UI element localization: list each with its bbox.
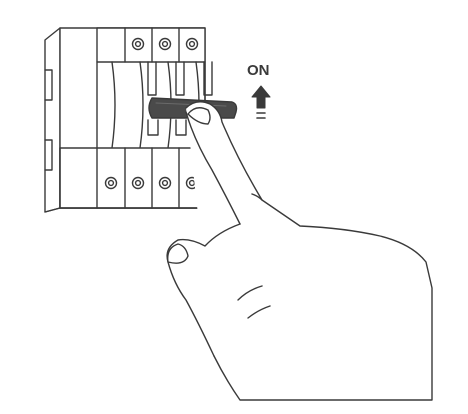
arrow-up-icon (251, 85, 271, 119)
lower-slot-2 (175, 119, 187, 136)
palm-crease-2 (247, 305, 271, 319)
breaker-side-panel (44, 27, 61, 213)
toggle-slot-3 (203, 61, 213, 96)
fingernail (187, 107, 211, 125)
bottom-screw-2 (131, 176, 145, 190)
bottom-screw-1 (104, 176, 118, 190)
circuit-breaker (44, 27, 213, 213)
top-screw-2 (158, 37, 172, 51)
hand (166, 101, 433, 401)
index-finger-underside (185, 111, 241, 225)
on-indicator: ON (247, 62, 271, 119)
toggle-slot-1 (147, 61, 157, 96)
lower-slot-1 (147, 119, 159, 136)
toggle-slot-2 (175, 61, 185, 96)
bottom-terminal-block (59, 147, 206, 209)
module-face-curve-2 (139, 61, 144, 149)
bottom-depth (44, 207, 206, 213)
palm-crease (237, 285, 263, 301)
top-terminal-block (96, 27, 206, 63)
on-label: ON (247, 62, 270, 79)
bottom-screw-3 (158, 176, 172, 190)
index-finger (185, 101, 433, 401)
thumbnail (167, 243, 189, 264)
module-face-curve-1 (111, 61, 116, 149)
finger-joint (251, 193, 263, 201)
breaker-side-clip-lower (44, 139, 53, 171)
top-screw-1 (131, 37, 145, 51)
top-screw-3 (185, 37, 199, 51)
breaker-side-clip (44, 69, 53, 101)
